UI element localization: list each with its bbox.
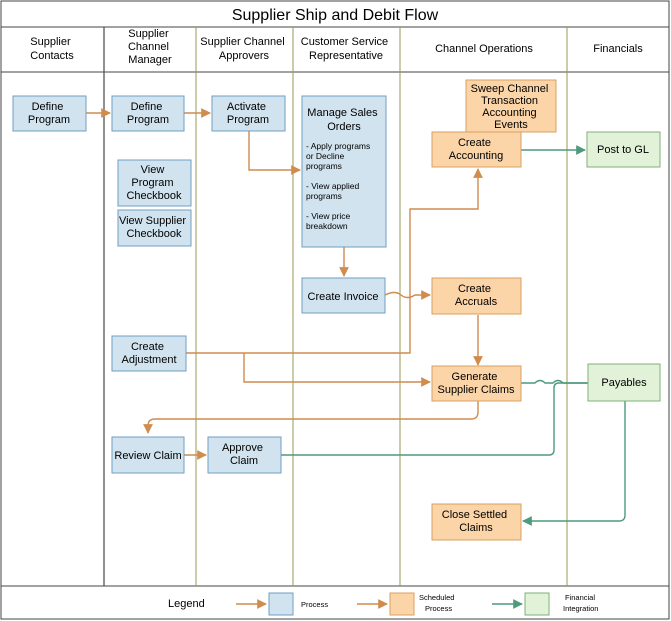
node-create-accruals-label: Create Accruals (455, 283, 498, 308)
legend-scheduled-swatch (389, 592, 415, 616)
node-define-program-contacts-label: Define Program (28, 101, 70, 126)
node-payables-label: Payables (601, 377, 647, 389)
financial-connectors (281, 145, 626, 526)
lane-header-channel-manager: Supplier Channel Manager (128, 28, 172, 66)
node-payables (587, 363, 661, 402)
node-review-claim (111, 436, 185, 474)
connector-activate-to-manage (248, 131, 301, 175)
node-define-program-manager-label: Define Program (127, 101, 169, 126)
lane-header-supplier-contacts: Supplier Contacts (30, 36, 74, 62)
node-define-program-contacts (12, 95, 87, 132)
connector-claims-to-review (143, 401, 479, 434)
diagram-title: Supplier Ship and Debit Flow (232, 7, 439, 24)
lane-header-financials: Financials (593, 43, 643, 55)
node-activate-program-label: Activate Program (227, 101, 269, 126)
node-view-supplier-checkbook (117, 209, 192, 247)
lane-header-channel-operations: Channel Operations (435, 43, 533, 55)
node-post-to-gl-label: Post to GL (597, 144, 649, 156)
node-define-program-manager (111, 95, 185, 132)
connector-invoice-to-accruals (384, 290, 431, 300)
node-sweep-channel-events-label: Sweep Channel Transaction Accounting Eve… (471, 83, 552, 131)
connector-claims-to-payables (521, 378, 601, 388)
connector-payables-to-close (522, 401, 626, 526)
node-create-adjustment (111, 335, 187, 372)
legend-scheduled-label: Scheduled Process (419, 593, 457, 613)
legend-financial-swatch (524, 592, 550, 616)
process-connectors (86, 108, 483, 460)
node-approve-claim (207, 436, 282, 474)
connector-adjustment-to-accounting (186, 168, 483, 354)
node-create-accruals (431, 277, 522, 315)
node-view-program-checkbook-label: View Program Checkbook (126, 164, 182, 202)
node-manage-sales-orders (301, 95, 387, 248)
node-manage-sales-orders-notes: - Apply programs or Decline programs - V… (306, 141, 373, 231)
node-create-accounting (431, 131, 522, 168)
legend-financial-label: Financial Integration (563, 593, 598, 613)
node-generate-supplier-claims (431, 365, 522, 402)
node-sweep-channel-events (465, 79, 557, 133)
lane-header-customer-service: Customer Service Representative (301, 36, 391, 62)
node-activate-program (211, 95, 286, 132)
connector-adjustment-to-claims (243, 353, 431, 387)
legend: Legend Process Scheduled Process Financi… (168, 592, 598, 616)
node-approve-claim-label: Approve Claim (222, 442, 266, 467)
legend-process-label: Process (301, 600, 328, 609)
node-close-settled-claims (431, 503, 522, 541)
node-close-settled-claims-label: Close Settled Claims (442, 509, 511, 534)
node-manage-sales-orders-label: Manage Sales Orders (307, 107, 380, 133)
legend-process-swatch (268, 592, 294, 616)
node-view-program-checkbook (117, 159, 192, 207)
connector-approve-to-payables (281, 378, 601, 456)
node-create-invoice-label: Create Invoice (308, 291, 379, 303)
node-create-invoice (301, 277, 386, 314)
node-generate-supplier-claims-label: Generate Supplier Claims (437, 371, 515, 396)
node-post-to-gl (586, 131, 661, 168)
node-create-adjustment-label: Create Adjustment (121, 341, 176, 366)
lane-header-channel-approvers: Supplier Channel Approvers (200, 36, 287, 62)
legend-label: Legend (168, 598, 205, 610)
node-view-supplier-checkbook-label: View Supplier Checkbook (119, 215, 189, 240)
node-create-accounting-label: Create Accounting (449, 137, 503, 162)
node-review-claim-label: Review Claim (114, 450, 181, 462)
